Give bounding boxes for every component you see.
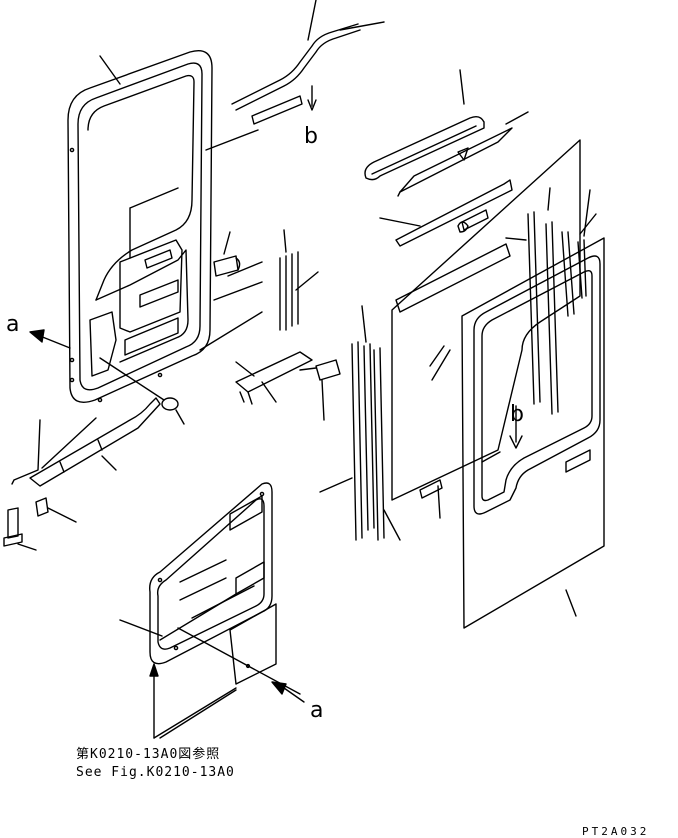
grommet xyxy=(99,357,185,425)
bottom-left-fasteners xyxy=(3,419,77,551)
glass-panel-left xyxy=(129,129,263,351)
right-screw xyxy=(457,209,489,233)
vertical-rubber-strips xyxy=(319,187,597,541)
door-bolt xyxy=(213,231,341,421)
inner-trim-panel xyxy=(119,482,301,695)
glass-pane xyxy=(391,139,581,519)
upper-glass-seals xyxy=(364,69,529,247)
reference-english: See Fig.K0210-13A0 xyxy=(76,765,235,780)
reference-leaders xyxy=(149,663,237,739)
callout-a-left: a xyxy=(6,312,20,337)
right-door-panel xyxy=(461,237,605,629)
arrow-a-left xyxy=(29,329,71,349)
lower-trim-strip xyxy=(29,397,161,487)
arrow-a-bottom xyxy=(271,681,305,703)
reference-japanese: 第K0210-13A0図参照 xyxy=(76,747,221,762)
callout-a-bottom: a xyxy=(310,698,324,723)
door-frame xyxy=(67,50,213,403)
part-leader-lines xyxy=(99,55,255,377)
top-weatherstrip xyxy=(231,0,385,125)
callout-b-right: b xyxy=(510,402,524,427)
callout-b-top: b xyxy=(304,124,318,149)
center-strips xyxy=(235,229,319,405)
drawing-code: PT2A032 xyxy=(582,825,650,838)
